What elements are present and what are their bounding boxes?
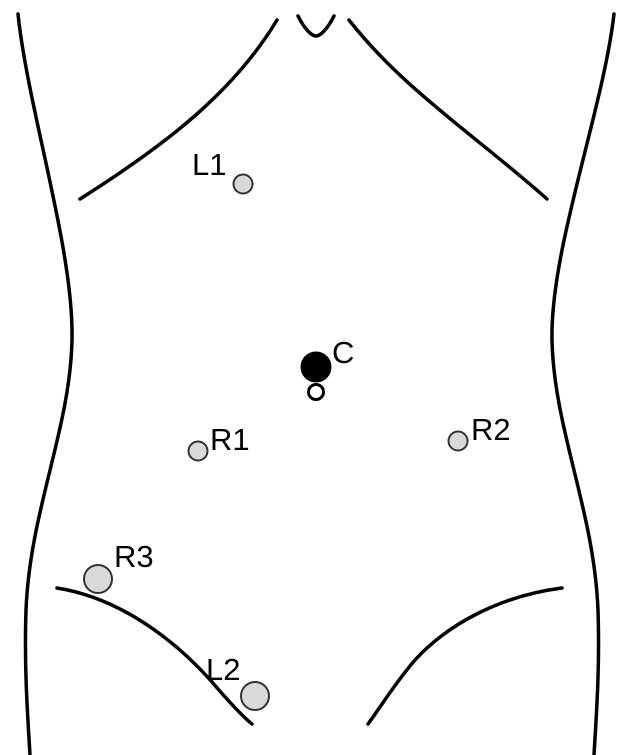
neck-notch-outline <box>298 16 334 36</box>
port-l1-marker <box>234 175 253 194</box>
left-flank-outline <box>18 14 72 755</box>
left-costal-margin <box>80 20 277 199</box>
port-r2-label: R2 <box>471 412 511 447</box>
port-r1-marker <box>189 442 208 461</box>
camera-port-marker <box>301 352 331 382</box>
right-inguinal-line <box>368 588 562 724</box>
port-r3-marker <box>84 565 112 593</box>
port-r1-label: R1 <box>210 422 250 457</box>
camera-secondary-marker <box>309 385 324 400</box>
port-r3-label: R3 <box>114 539 154 574</box>
camera-label: C <box>332 335 354 370</box>
port-l2-marker <box>241 682 269 710</box>
port-r2-marker <box>449 432 468 451</box>
right-flank-outline <box>552 14 614 755</box>
right-costal-margin <box>349 20 547 199</box>
port-l1-label: L1 <box>192 147 226 182</box>
port-l2-label: L2 <box>206 652 240 687</box>
